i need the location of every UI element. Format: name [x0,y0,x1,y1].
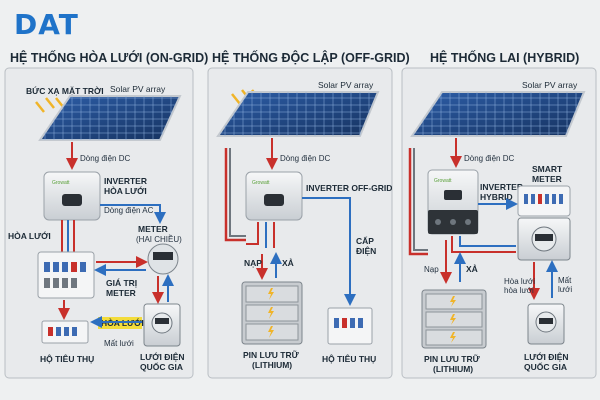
ac-label: Dòng điện AC [104,206,154,215]
dc-label: Dòng điện DC [80,154,130,163]
pv-label: Solar PV array [110,84,166,94]
panel-title-hybrid: HỆ THỐNG LAI (HYBRID) [430,50,579,65]
battery-label-2: (LITHIUM) [433,364,473,374]
meter-label-1: METER [138,224,168,234]
battery-stack-icon [421,289,487,349]
meter-label-2: METER [532,174,562,184]
load-label: HỘ TIÊU THỤ [322,353,376,364]
grid-label-2: QUỐC GIA [524,361,567,372]
sun-label: BỨC XẠ MẶT TRỜI [26,85,104,96]
loss-label-1: Mất [558,276,572,285]
grid-tie-label: HÒA LƯỚI [8,230,51,241]
battery-label-1: PIN LƯU TRỮ [424,354,481,364]
dc-label: Dòng điện DC [464,154,514,163]
meter-value-label-2: METER [106,288,136,298]
grid-label-1: LƯỚI ĐIỆN [524,351,569,362]
offgrid-panel: Solar PV array Dòng điện DC Growatt INVE… [216,80,392,370]
loss-label: Mất lưới [104,339,134,348]
smart-meter-box-icon [517,185,571,217]
ac-arrow [100,204,166,224]
meter-value-label-1: GIÁ TRỊ [106,278,137,288]
inverter-brand: Growatt [252,180,270,186]
inverter-label-1: INVERTER [480,182,523,192]
meter-label-1: SMART [532,164,563,174]
hybrid-panel: Solar PV array Dòng điện DC Growatt INVE… [408,80,586,374]
discharge-label: XẢ [282,257,294,268]
inverter-brand: Growatt [434,178,452,184]
grid-label-2: QUỐC GIA [140,361,183,372]
inverter-label-2: HÒA LƯỚI [104,185,147,196]
panel-title-offgrid: HỆ THỐNG ĐỘC LẬP (OFF-GRID) [212,50,410,65]
grid-label-1: LƯỚI ĐIỆN [140,351,185,362]
meter-label-2: (HAI CHIỀU) [136,234,182,244]
ongrid-panel: BỨC XẠ MẶT TRỜI Solar PV array Dòng điện… [8,84,185,372]
charge-label: Nạp [424,265,439,274]
supply-arrow [302,197,356,306]
panel-title-ongrid: HỆ THỐNG HÒA LƯỚI (ON-GRID) [10,50,208,65]
supply-label-2: ĐIỆN [356,245,376,256]
grid-tie-label-2: hòa lưới [504,286,534,295]
discharge-label: XẢ [466,263,478,274]
inverter-label: INVERTER OFF-GRID [306,183,392,193]
inverter-brand: Growatt [52,180,70,186]
pv-label: Solar PV array [522,80,578,90]
dc-label: Dòng điện DC [280,154,330,163]
battery-label-1: PIN LƯU TRỮ [243,350,300,360]
loss-label-2: lưới [558,285,572,294]
charge-label: NẠP [244,258,262,268]
pv-label: Solar PV array [318,80,374,90]
brand-logo: DAT [14,8,79,41]
load-label: HỘ TIÊU THỤ [40,353,94,364]
battery-stack-icon [241,281,303,345]
grid-tie-label-1: Hòa lưới [504,277,535,286]
supply-label-1: CẤP [356,236,374,246]
panel-frame-ongrid [4,67,194,379]
inverter-label-1: INVERTER [104,176,147,186]
battery-label-2: (LITHIUM) [252,360,292,370]
breaker-box-icon [37,251,95,299]
inverter-label-2: HYBRID [480,192,513,202]
